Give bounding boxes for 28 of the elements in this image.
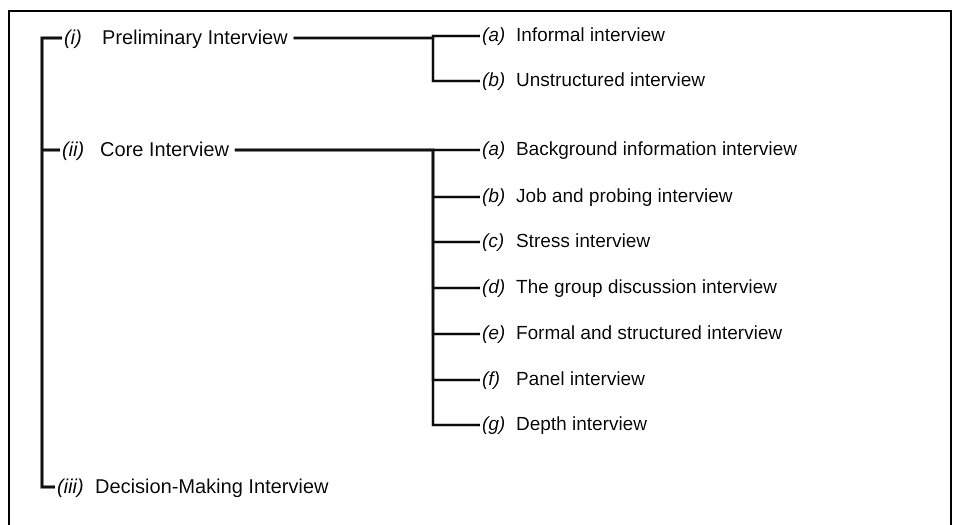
interview-type-label: Stress interview xyxy=(516,231,650,253)
interview-type-label: The group discussion interview xyxy=(516,277,777,299)
item-marker: (iii) xyxy=(57,476,85,498)
interview-type-label: Formal and structured interview xyxy=(516,323,782,345)
interview-type-label: Core Interview xyxy=(100,138,229,162)
item-marker: (b) xyxy=(482,70,506,92)
interview-type-label: Preliminary Interview xyxy=(102,26,288,50)
interview-type-label: Job and probing interview xyxy=(516,186,733,208)
interview-type-label: Informal interview xyxy=(516,25,665,47)
item-marker: (b) xyxy=(482,186,506,208)
interview-type-label: Unstructured interview xyxy=(516,70,706,92)
item-marker: (e) xyxy=(482,323,506,345)
item-marker: (a) xyxy=(482,25,506,47)
interview-type-label: Panel interview xyxy=(516,369,645,391)
connector-line xyxy=(40,36,62,152)
item-marker: (d) xyxy=(482,277,506,299)
connector-line xyxy=(234,148,480,426)
connector-line xyxy=(40,148,60,488)
item-marker: (a) xyxy=(482,139,506,161)
item-marker: (i) xyxy=(64,26,83,50)
connector-line xyxy=(294,36,480,82)
interview-type-label: Background information interview xyxy=(516,139,797,161)
item-marker: (f) xyxy=(482,369,501,391)
interview-type-label: Decision-Making Interview xyxy=(95,476,328,498)
item-marker: (g) xyxy=(482,414,506,436)
item-marker: (c) xyxy=(482,231,506,253)
interview-type-label: Depth interview xyxy=(516,414,647,436)
item-marker: (ii) xyxy=(62,138,86,162)
